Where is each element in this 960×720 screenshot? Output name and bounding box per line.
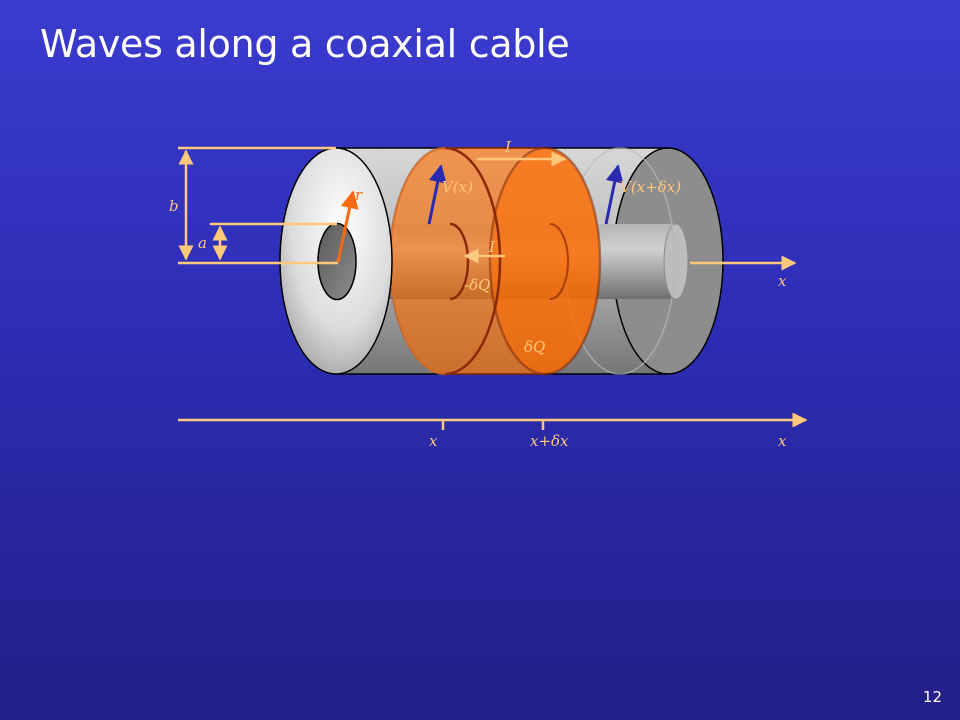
label-r: r [355, 186, 363, 204]
lower-x-axis [178, 412, 808, 430]
label-current-inner: I [488, 238, 496, 256]
label-current-top: I [504, 138, 512, 156]
label-axis-x: x [429, 432, 438, 450]
label-axis-end: x [778, 432, 787, 450]
charge-slice [390, 146, 602, 376]
page-number: 12 [922, 688, 942, 706]
label-axis-top: x [778, 272, 787, 290]
label-axis-x-plus-dx: x+δx [530, 432, 569, 450]
cable-end-face [279, 147, 393, 375]
dimension-markers [178, 146, 338, 265]
radius-arrow [336, 190, 359, 263]
label-charge-outer: δQ [524, 338, 545, 356]
slide-title: Waves along a coaxial cable [40, 22, 570, 66]
label-a: a [198, 234, 207, 252]
label-b: b [169, 197, 179, 215]
label-voltage-right: V(x+δx) [620, 178, 681, 196]
voltage-arrow-right [604, 164, 624, 225]
voltage-arrow-left [427, 164, 447, 225]
label-charge-inner: -δQ [464, 276, 490, 294]
label-voltage-left: V(x) [442, 178, 473, 196]
